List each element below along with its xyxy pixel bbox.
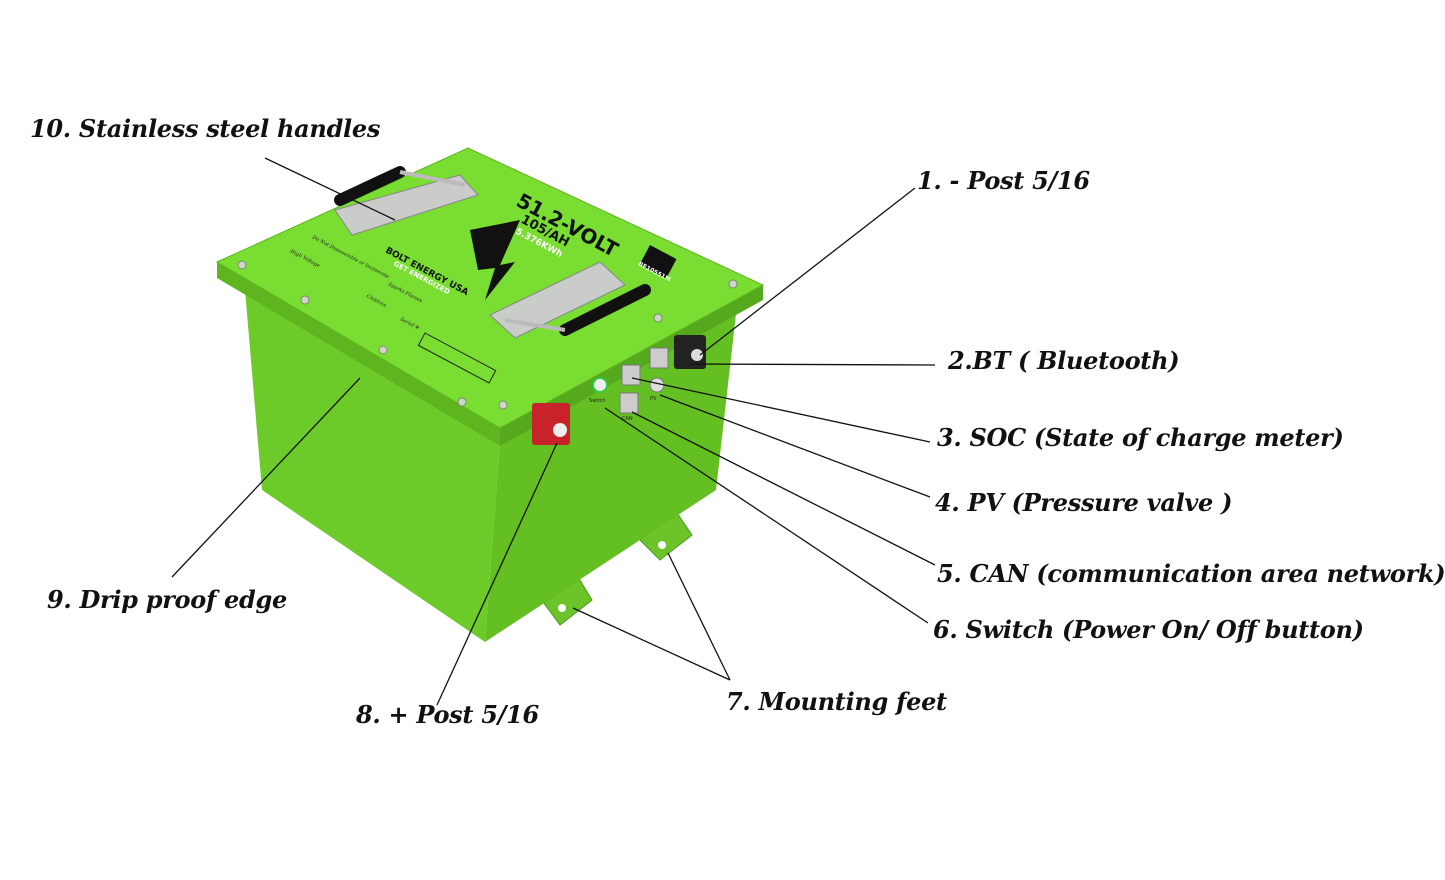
drip-proof-edge [217, 262, 500, 446]
qr-code [639, 244, 677, 279]
callout-positive-post: 8. + Post 5/16 [356, 700, 539, 729]
callout-drip-edge: 9. Drip proof edge [47, 585, 287, 614]
bolt-logo [470, 220, 520, 300]
leader-lines [171, 157, 936, 706]
pv-port-label: PV [650, 396, 657, 402]
callout-switch: 6. Switch (Power On/ Off button) [933, 615, 1364, 644]
handle-back [334, 166, 479, 236]
callout-negative-post: 1. - Post 5/16 [917, 166, 1090, 195]
callout-pv: 4. PV (Pressure valve ) [935, 488, 1233, 517]
handle-front [489, 261, 651, 339]
battery-front-face [485, 305, 737, 642]
positive-post [532, 403, 570, 445]
bt-port [649, 347, 669, 369]
callout-bluetooth: 2.BT ( Bluetooth) [948, 346, 1180, 375]
switch-button [592, 377, 608, 393]
callout-handles: 10. Stainless steel handles [30, 114, 381, 143]
soc-port [621, 364, 641, 386]
battery-left-face [245, 290, 500, 642]
callout-can: 5. CAN (communication area network) [937, 559, 1445, 588]
callout-mounting-feet: 7. Mounting feet [726, 687, 947, 716]
can-port-label: CAN [622, 416, 633, 422]
can-port [619, 392, 639, 414]
switch-port-label: Switch [589, 398, 606, 404]
callout-soc: 3. SOC (State of charge meter) [937, 423, 1344, 452]
